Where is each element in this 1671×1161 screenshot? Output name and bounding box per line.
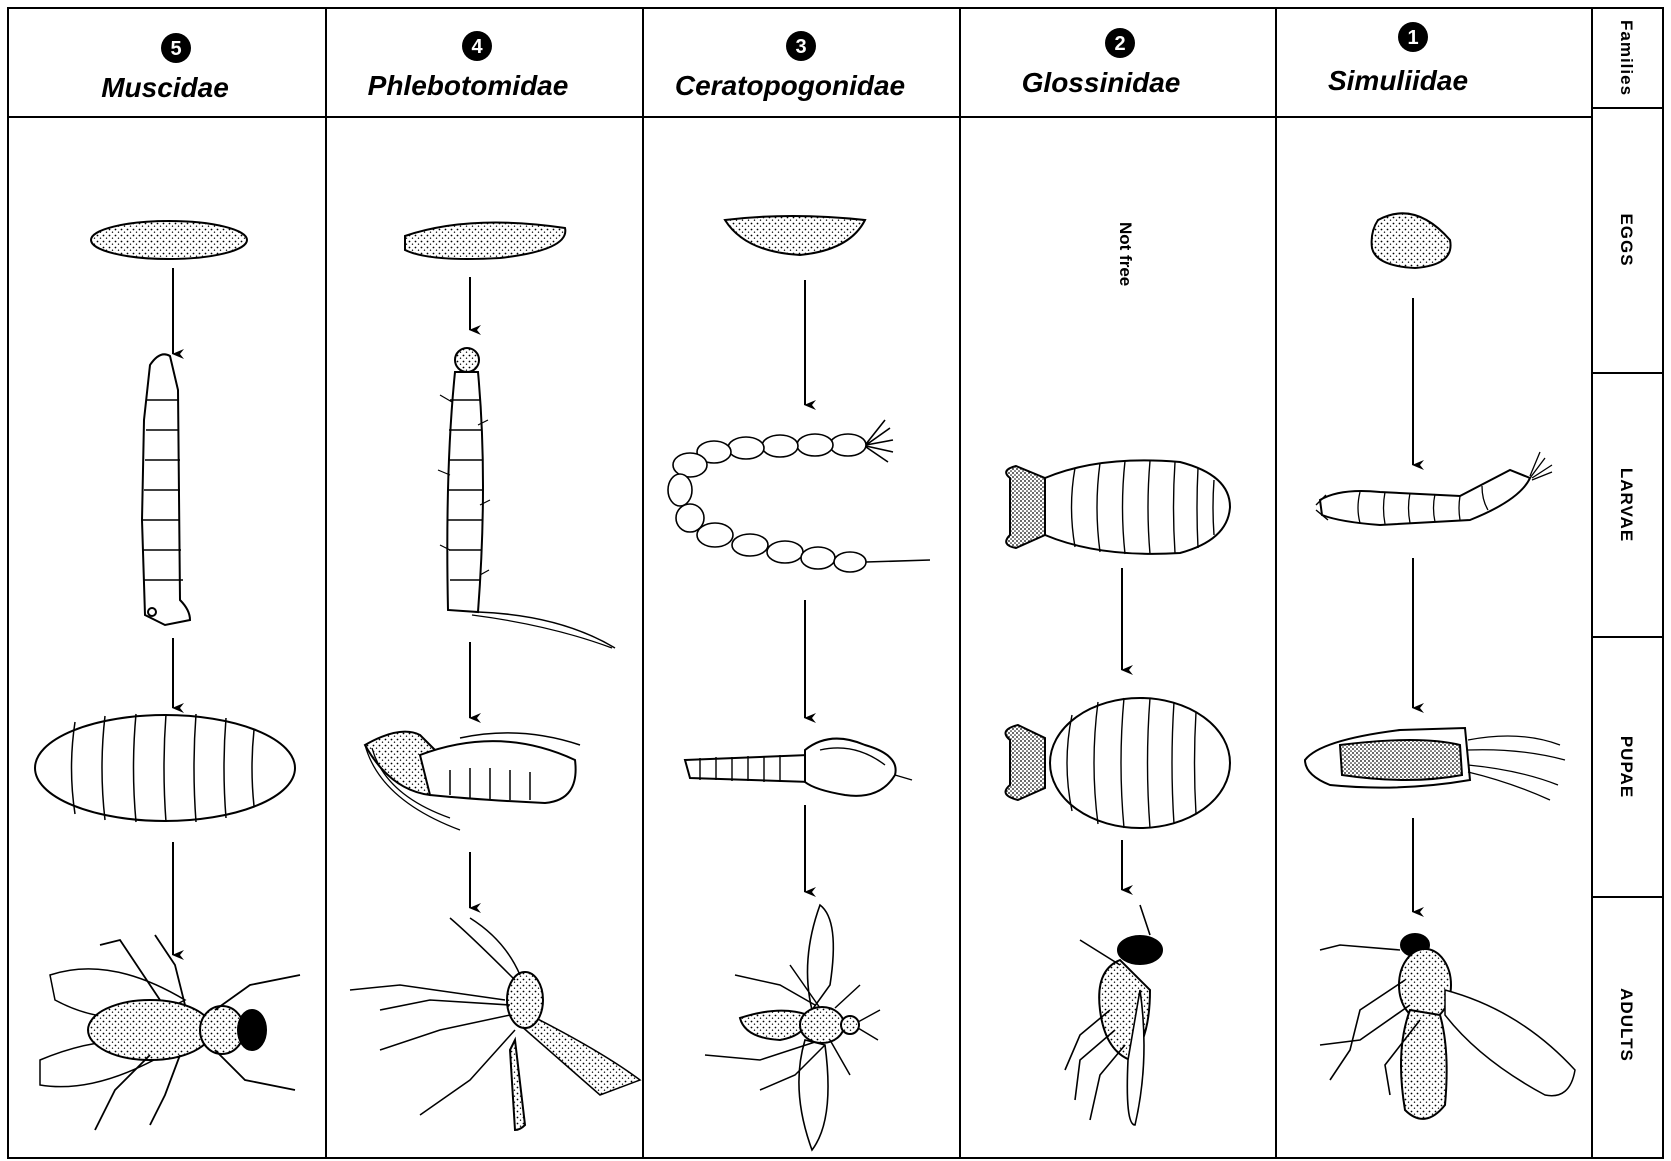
simuliidae-pupa <box>1305 728 1565 800</box>
ceratopogonidae-pupa <box>685 739 912 796</box>
family-header-glossinidae: 2 Glossinidae <box>1022 28 1181 98</box>
glossinidae-larva <box>1006 460 1230 554</box>
family-header-phlebotomidae: 4 Phlebotomidae <box>368 31 569 101</box>
family-name: Ceratopogonidae <box>675 70 905 101</box>
family-name: Phlebotomidae <box>368 70 569 101</box>
phlebotomidae-adult <box>350 918 640 1130</box>
family-name: Glossinidae <box>1022 67 1181 98</box>
family-header-simuliidae: 1 Simuliidae <box>1328 22 1468 96</box>
family-header-muscidae: 5 Muscidae <box>101 33 229 103</box>
ceratopogonidae-larva <box>668 420 930 572</box>
phlebotomidae-egg <box>405 223 565 259</box>
number-badge-label: 3 <box>795 36 806 58</box>
muscidae-egg <box>91 221 247 259</box>
stage-labels: Families EGGS LARVAE PUPAE ADULTS <box>1617 20 1636 1062</box>
muscidae-larva <box>142 354 190 625</box>
glossinidae-lifecycle: Not free <box>1006 222 1231 1125</box>
ceratopogonidae-egg <box>725 216 865 255</box>
simuliidae-larva <box>1316 452 1552 525</box>
number-badge-label: 5 <box>170 38 181 60</box>
number-badge-label: 4 <box>471 36 483 58</box>
stage-label-pupae: PUPAE <box>1617 736 1636 798</box>
muscidae-adult <box>40 935 300 1130</box>
ceratopogonidae-adult <box>705 905 880 1150</box>
family-name: Muscidae <box>101 72 229 103</box>
glossinidae-egg-note: Not free <box>1116 222 1135 286</box>
families-label: Families <box>1617 20 1636 96</box>
phlebotomidae-larva <box>438 348 615 648</box>
phlebotomidae-pupa <box>365 732 580 830</box>
stage-label-adults: ADULTS <box>1617 988 1636 1062</box>
family-header-ceratopogonidae: 3 Ceratopogonidae <box>675 31 905 101</box>
muscidae-pupa <box>35 714 295 822</box>
phlebotomidae-lifecycle <box>350 223 640 1130</box>
family-name: Simuliidae <box>1328 65 1468 96</box>
number-badge-label: 1 <box>1407 27 1418 49</box>
simuliidae-egg <box>1372 213 1451 268</box>
glossinidae-pupa <box>1006 698 1231 828</box>
simuliidae-lifecycle <box>1305 213 1575 1119</box>
number-badge-label: 2 <box>1114 33 1125 55</box>
glossinidae-adult <box>1065 905 1162 1125</box>
ceratopogonidae-lifecycle <box>668 216 930 1150</box>
family-headers: 5 Muscidae 4 Phlebotomidae 3 Ceratopogon… <box>101 22 1468 103</box>
stage-label-larvae: LARVAE <box>1617 468 1636 542</box>
simuliidae-adult <box>1320 934 1575 1119</box>
stage-label-eggs: EGGS <box>1617 213 1636 266</box>
muscidae-lifecycle <box>35 221 300 1130</box>
